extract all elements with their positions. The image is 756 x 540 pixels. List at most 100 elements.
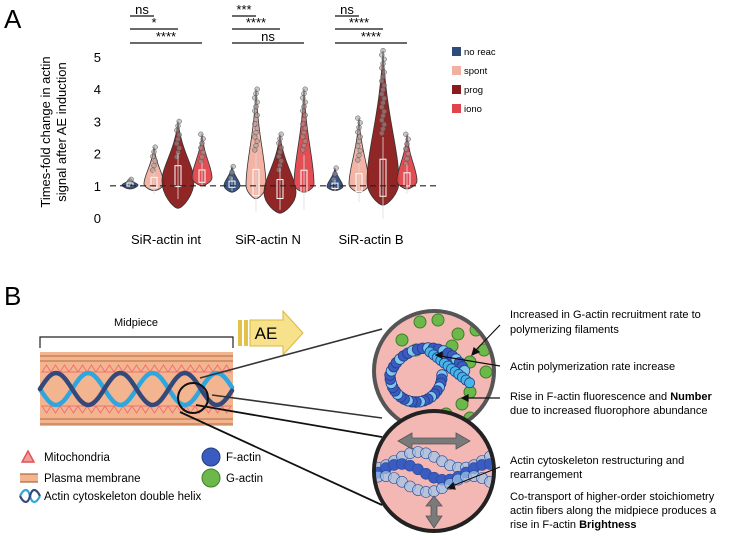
annotation-brightness-line2: actin fibers along the midpiece produces…	[510, 505, 717, 517]
outlier-point	[151, 149, 157, 155]
g-actin-monomer	[413, 315, 427, 329]
ae-arrow: AE	[238, 309, 304, 357]
outlier-point	[381, 95, 387, 102]
f-actin-monomer	[484, 458, 492, 470]
y-tick-label: 0	[94, 211, 101, 226]
mitochondria-shape	[131, 364, 142, 373]
g-actin-monomer	[395, 333, 409, 347]
outlier-point	[254, 99, 260, 105]
violins	[121, 47, 418, 219]
vertical-double-arrow	[425, 495, 443, 529]
outlier-point	[252, 108, 258, 114]
mitochondria-shape	[104, 405, 115, 414]
mitochondria-shape	[68, 364, 79, 373]
annotation-polymerization: Actin polymerization rate increase	[510, 361, 675, 373]
outlier-point	[175, 123, 181, 129]
outlier-point	[356, 152, 362, 159]
mitochondria-shape	[158, 405, 169, 414]
outlier-point	[229, 169, 235, 175]
g-actin-key-icon	[201, 468, 221, 488]
outlier-point	[277, 149, 283, 155]
y-tick-label: 5	[94, 50, 101, 65]
outlier-point	[276, 167, 282, 173]
outlier-point	[276, 140, 282, 146]
outlier-point	[381, 108, 387, 115]
mitochondria-shape	[122, 405, 133, 414]
significance-label: ns	[261, 29, 275, 44]
mitochondria-shape	[185, 405, 196, 414]
outlier-point	[198, 145, 204, 151]
outlier-point	[302, 86, 308, 92]
mitochondria-shape	[140, 364, 151, 373]
outlier-point	[381, 69, 387, 75]
outlier-point	[380, 47, 386, 54]
mitochondria-shape	[140, 405, 151, 414]
legend-swatch	[452, 47, 461, 56]
annotation-number-line1: Rise in F-actin fluorescence and Number	[510, 391, 712, 403]
outlier-point	[174, 154, 180, 160]
key-g-actin: G-actin	[226, 473, 263, 485]
annotations: Increased in G-actin recruitment rate to…	[510, 309, 717, 531]
midpiece-bracket	[39, 336, 234, 348]
outlier-point	[278, 158, 284, 164]
outlier-point	[302, 112, 308, 118]
outlier-point	[302, 138, 308, 144]
outlier-point	[150, 167, 156, 173]
significance-label: *	[151, 15, 156, 30]
ae-arrow-label: AE	[255, 324, 278, 343]
f-actin-monomer	[464, 377, 476, 389]
outlier-point	[278, 144, 284, 151]
outlier-point	[199, 154, 205, 160]
outlier-point	[381, 56, 387, 62]
significance-label: ****	[156, 29, 176, 44]
mitochondria-shape	[68, 405, 79, 414]
outlier-point	[300, 147, 306, 153]
outlier-point	[301, 103, 307, 110]
outlier-point	[332, 171, 338, 177]
annotation-g-actin-line1: Increased in G-actin recruitment rate to	[510, 309, 701, 321]
outlier-point	[356, 138, 362, 145]
outlier-point	[278, 131, 284, 137]
key-plasma-membrane: Plasma membrane	[44, 473, 141, 485]
mitochondria-shape	[167, 405, 178, 414]
diagram-key: Mitochondria Plasma membrane Actin cytos…	[19, 447, 263, 504]
violin-chart: Times-fold change in actin signal after …	[38, 2, 496, 247]
mitochondria-key-icon	[20, 449, 36, 463]
horizontal-double-arrow	[397, 432, 471, 450]
outlier-point	[331, 176, 337, 183]
outlier-point	[252, 147, 258, 153]
annotation-pointers	[434, 324, 501, 490]
outlier-point	[176, 118, 182, 125]
outlier-point	[198, 158, 204, 165]
key-f-actin: F-actin	[226, 452, 261, 464]
outlier-point	[380, 60, 386, 67]
outlier-point	[381, 121, 387, 128]
outlier-point	[152, 144, 158, 150]
outlier-point	[176, 132, 182, 138]
mitochondria-shape	[194, 364, 205, 373]
mitochondria-shape	[59, 364, 70, 373]
key-double-helix: Actin cytoskeleton double helix	[44, 491, 202, 503]
outlier-point	[252, 121, 258, 127]
outlier-point	[151, 162, 157, 169]
significance-label: ns	[135, 2, 149, 17]
annotation-brightness-bold: Brightness	[579, 519, 636, 531]
legend-label: no reac	[464, 47, 496, 58]
outlier-point	[355, 129, 361, 135]
mitochondria-shape	[104, 364, 115, 373]
annotation-brightness-line3: rise in F-actin Brightness	[510, 519, 637, 531]
outlier-point	[254, 112, 260, 118]
outlier-point	[301, 129, 307, 136]
outlier-point	[379, 52, 385, 58]
outlier-point	[379, 65, 385, 71]
mitochondria-shape	[185, 364, 196, 373]
g-actin-monomer	[431, 313, 445, 327]
outlier-point	[200, 149, 206, 156]
mitochondria-shape	[203, 405, 214, 414]
y-tick-label: 3	[94, 114, 101, 129]
x-category-label: SiR-actin int	[131, 232, 201, 247]
outlier-point	[198, 131, 204, 137]
outlier-point	[379, 130, 385, 136]
